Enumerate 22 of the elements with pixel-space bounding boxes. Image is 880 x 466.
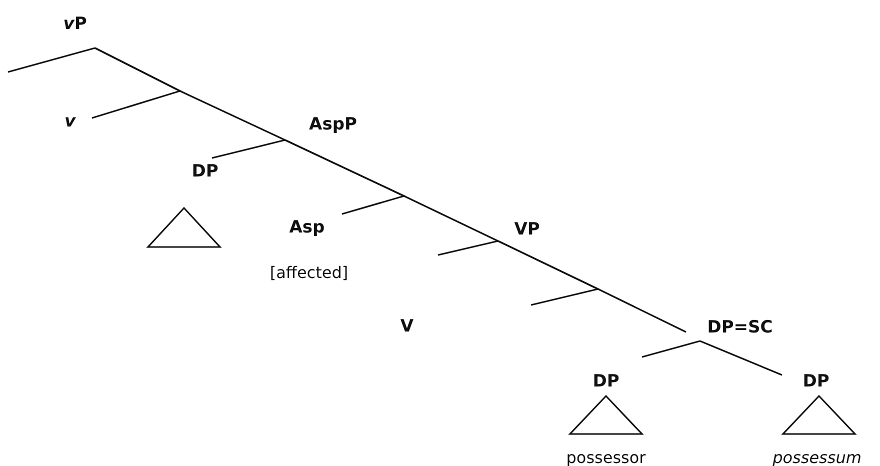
node-label: Asp [289,218,325,238]
tree-branch [498,240,686,333]
triangle-symbol [781,394,857,435]
node-label: vP [63,14,109,48]
node-label: VP [498,220,540,244]
node-label: DP [592,372,620,392]
node-label: AspP [283,116,357,142]
node-label: v [64,112,76,132]
tree-branch [642,340,700,358]
tree-branch [212,139,286,159]
triangle-symbol [568,394,644,435]
feature-label: [affected] [270,264,348,282]
node-label: DP [802,372,830,392]
node-label: DP=SC [693,318,773,344]
tree-branch [438,240,498,256]
node-label: V [400,318,414,336]
triangle-symbol [146,206,222,248]
node-label: DP [192,162,218,182]
tree-branch [284,139,498,242]
tree-branch [8,47,96,73]
tree-branch [94,47,286,141]
tree-branch [700,340,782,376]
